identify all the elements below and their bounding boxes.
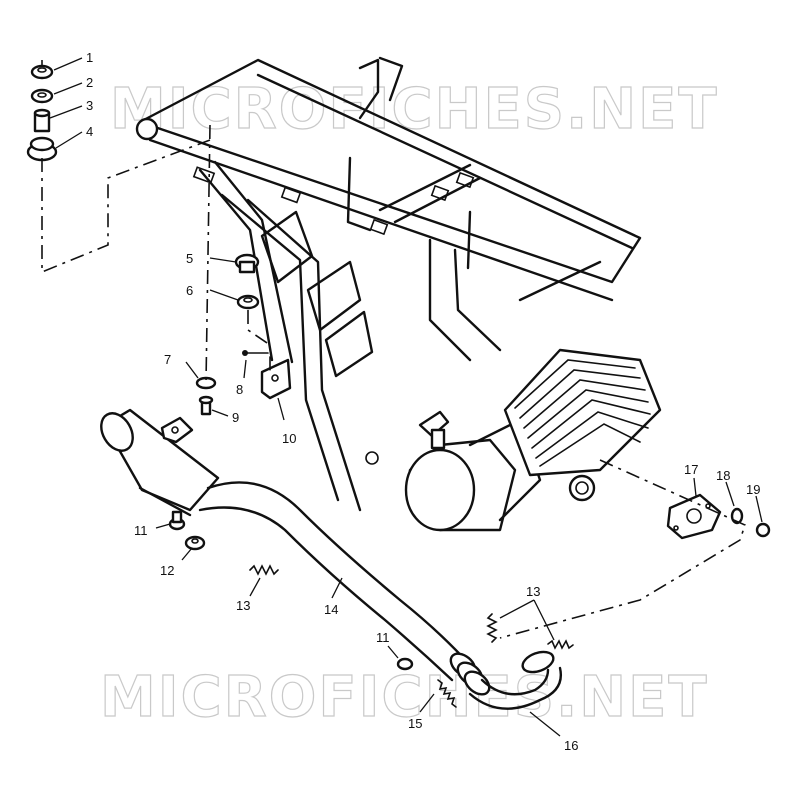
callout-11-upper: 11 bbox=[134, 523, 148, 538]
part-13-spring-left bbox=[249, 564, 279, 576]
part-13-spring-right bbox=[547, 639, 574, 650]
callout-18: 18 bbox=[716, 468, 730, 483]
callout-4: 4 bbox=[86, 124, 93, 139]
callout-5: 5 bbox=[186, 251, 193, 266]
part-11-bolt-lower bbox=[396, 657, 414, 671]
part-11-bolt-upper bbox=[168, 510, 186, 531]
callout-10: 10 bbox=[282, 431, 296, 446]
watermark-bottom: MICROFICHES.NET bbox=[100, 665, 709, 730]
head-pipe bbox=[198, 481, 472, 682]
frame bbox=[135, 56, 642, 512]
callout-19: 19 bbox=[746, 482, 760, 497]
callout-12: 12 bbox=[160, 563, 174, 578]
part-15-spring bbox=[437, 679, 457, 708]
callout-17: 17 bbox=[684, 462, 698, 477]
callout-1: 1 bbox=[86, 50, 93, 65]
leader-lines bbox=[49, 57, 763, 737]
callouts: 1 2 3 4 5 6 7 8 9 10 11 12 13 14 11 15 1… bbox=[86, 50, 760, 753]
callout-16: 16 bbox=[564, 738, 578, 753]
part-3-spacer bbox=[33, 108, 51, 133]
muffler bbox=[100, 408, 220, 517]
part-8-pin bbox=[242, 350, 269, 356]
callout-13-right: 13 bbox=[526, 584, 540, 599]
callout-9: 9 bbox=[232, 410, 239, 425]
part-10-bracket bbox=[260, 358, 292, 400]
part-2-washer bbox=[30, 88, 54, 104]
part-5-rubber-cap bbox=[234, 253, 260, 274]
part-19-nut bbox=[755, 522, 771, 538]
part-13-spring-mid bbox=[486, 613, 498, 643]
callout-6: 6 bbox=[186, 283, 193, 298]
part-9-bolt bbox=[198, 395, 214, 416]
callout-13-left: 13 bbox=[236, 598, 250, 613]
part-4-grommet bbox=[26, 136, 58, 162]
part-6-nut bbox=[236, 294, 260, 310]
callout-3: 3 bbox=[86, 98, 93, 113]
part-12-nut bbox=[184, 535, 206, 551]
part-17-flange bbox=[666, 493, 722, 540]
assembly-lines bbox=[41, 60, 746, 639]
callout-14: 14 bbox=[324, 602, 338, 617]
engine bbox=[404, 348, 662, 532]
elbow-pipe bbox=[449, 650, 562, 710]
callout-2: 2 bbox=[86, 75, 93, 90]
callout-8: 8 bbox=[236, 382, 243, 397]
part-1-nut bbox=[30, 64, 54, 80]
callout-11-lower: 11 bbox=[376, 630, 390, 645]
callout-7: 7 bbox=[164, 352, 171, 367]
callout-15: 15 bbox=[408, 716, 422, 731]
